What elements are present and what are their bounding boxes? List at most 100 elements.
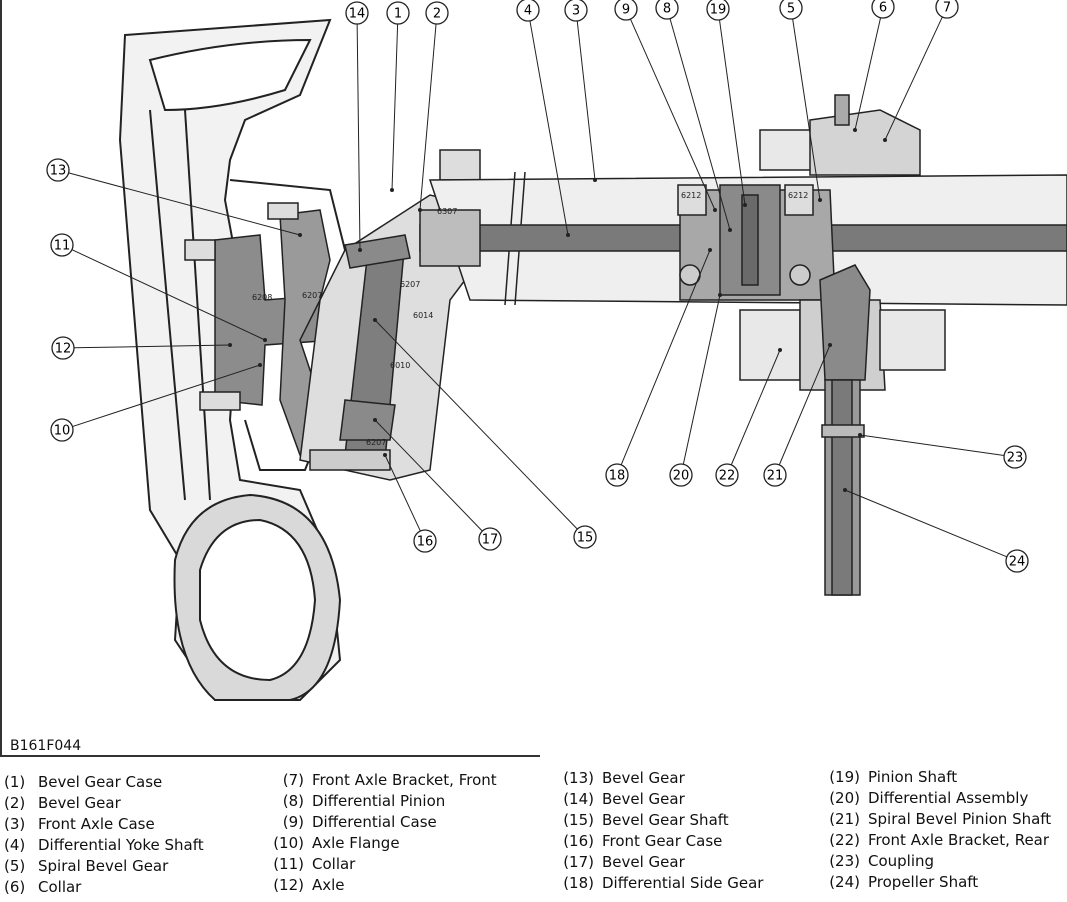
callout-21: 21 — [763, 343, 832, 487]
leader-dot — [373, 418, 377, 422]
leader-line — [844, 489, 1008, 558]
callout-6: 6 — [853, 0, 895, 132]
legend-item-number: (12) — [273, 876, 304, 894]
leader-line — [669, 18, 731, 231]
callout-number: 24 — [1009, 555, 1026, 570]
legend-item: (21)Spiral Bevel Pinion Shaft — [818, 809, 1051, 830]
legend-item-label: Collar — [312, 855, 356, 873]
callout-22: 22 — [715, 348, 782, 487]
callout-number: 5 — [787, 2, 795, 17]
callout-circle — [413, 529, 437, 553]
callout-14: 14 — [345, 1, 369, 252]
legend-item: (3) Front Axle Case — [4, 814, 204, 835]
svg-text:6207: 6207 — [366, 438, 386, 447]
legend-item-number: (17) — [563, 853, 594, 871]
legend-item: (4)Differential Yoke Shaft — [4, 835, 204, 856]
leader-dot — [228, 343, 232, 347]
leader-line — [629, 18, 716, 211]
callout-7: 7 — [883, 0, 959, 142]
callout-circle — [516, 0, 540, 22]
leader-dot — [858, 433, 862, 437]
front-axle-brackets — [739, 94, 946, 391]
legend-item: (16) Front Gear Case — [552, 831, 763, 852]
callout-circle — [51, 336, 75, 360]
callout-number: 1 — [394, 7, 402, 22]
legend-item: (7)Front Axle Bracket, Front — [262, 770, 497, 791]
legend-item: (23)Coupling — [818, 851, 1051, 872]
legend-item-number: (15) — [563, 811, 594, 829]
propeller-shaft — [819, 264, 871, 596]
leader-dot — [853, 128, 857, 132]
legend-item: (17)Bevel Gear — [552, 852, 763, 873]
leader-line — [859, 434, 1005, 456]
svg-text:6212: 6212 — [681, 191, 701, 200]
legend-item-number: (10) — [273, 834, 304, 852]
leader-line — [792, 18, 821, 201]
callout-8: 8 — [655, 0, 732, 232]
callout-circle — [715, 463, 739, 487]
leader-line — [374, 419, 483, 532]
legend-item-label: Front Axle Case — [38, 815, 155, 833]
legend-item-number: (6) — [4, 878, 26, 896]
leader-dot — [373, 318, 377, 322]
leader-dot — [258, 363, 262, 367]
leader-dot — [883, 138, 887, 142]
leader-line — [730, 349, 781, 466]
legend-item: (24)Propeller Shaft — [818, 872, 1051, 893]
leader-line — [356, 23, 361, 251]
legend-item-label: Pinion Shaft — [868, 768, 958, 786]
callout-number: 22 — [719, 469, 736, 484]
callout-circle — [478, 527, 502, 551]
legend-item: (20)Differential Assembly — [818, 788, 1051, 809]
callout-circle — [564, 0, 588, 22]
legend-item-number: (23) — [829, 852, 860, 870]
legend-item: (18)Differential Side Gear — [552, 873, 763, 894]
legend-item-number: (22) — [829, 831, 860, 849]
callout-number: 8 — [663, 2, 671, 17]
callout-circle — [46, 158, 70, 182]
callout-number: 21 — [767, 469, 784, 484]
legend-item-label: Front Gear Case — [602, 832, 723, 850]
legend-item: (2)Bevel Gear — [4, 793, 204, 814]
legend-item: (12)Axle — [262, 875, 497, 896]
legend-item-label: Spiral Bevel Gear — [38, 857, 169, 875]
callout-number: 2 — [433, 7, 441, 22]
legend-item-number: (16) — [563, 832, 594, 850]
legend-item: (10)Axle Flange — [262, 833, 497, 854]
leader-dot — [418, 208, 422, 212]
front-axle-cross-section-diagram: 6307 6208 6207 6207 6014 6010 6207 6212 … — [46, 0, 1067, 701]
leader-dot — [818, 198, 822, 202]
callout-circle — [871, 0, 895, 19]
leader-line — [884, 16, 943, 141]
callout-number: 18 — [609, 469, 626, 484]
legend-item-number: (3) — [4, 815, 26, 833]
legend-item-label: Front Axle Bracket, Rear — [868, 831, 1050, 849]
leader-dot — [843, 488, 847, 492]
callout-circle — [605, 463, 629, 487]
callout-number: 13 — [50, 164, 67, 179]
legend-item-label: Differential Yoke Shaft — [38, 836, 204, 854]
legend-item-number: (19) — [829, 768, 860, 786]
leader-dot — [593, 178, 597, 182]
leader-dot — [383, 453, 387, 457]
legend-item-label: Spiral Bevel Pinion Shaft — [868, 810, 1052, 828]
legend-item: (9)Differential Case — [262, 812, 497, 833]
leader-line — [576, 20, 596, 181]
legend-item-label: Propeller Shaft — [868, 873, 979, 891]
callout-circle — [763, 463, 787, 487]
callout-circle — [386, 1, 410, 25]
leader-dot — [718, 293, 722, 297]
callout-5: 5 — [779, 0, 822, 202]
legend-item: (8)Differential Pinion — [262, 791, 497, 812]
callout-number: 4 — [524, 4, 532, 19]
callout-2: 2 — [418, 1, 449, 212]
legend-item-label: Bevel Gear — [38, 794, 121, 812]
leader-line — [529, 20, 569, 236]
leader-line — [73, 344, 231, 349]
callout-10: 10 — [50, 363, 262, 442]
callout-15: 15 — [373, 318, 597, 549]
callout-16: 16 — [383, 453, 437, 553]
leader-line — [68, 172, 301, 236]
leader-dot — [708, 248, 712, 252]
